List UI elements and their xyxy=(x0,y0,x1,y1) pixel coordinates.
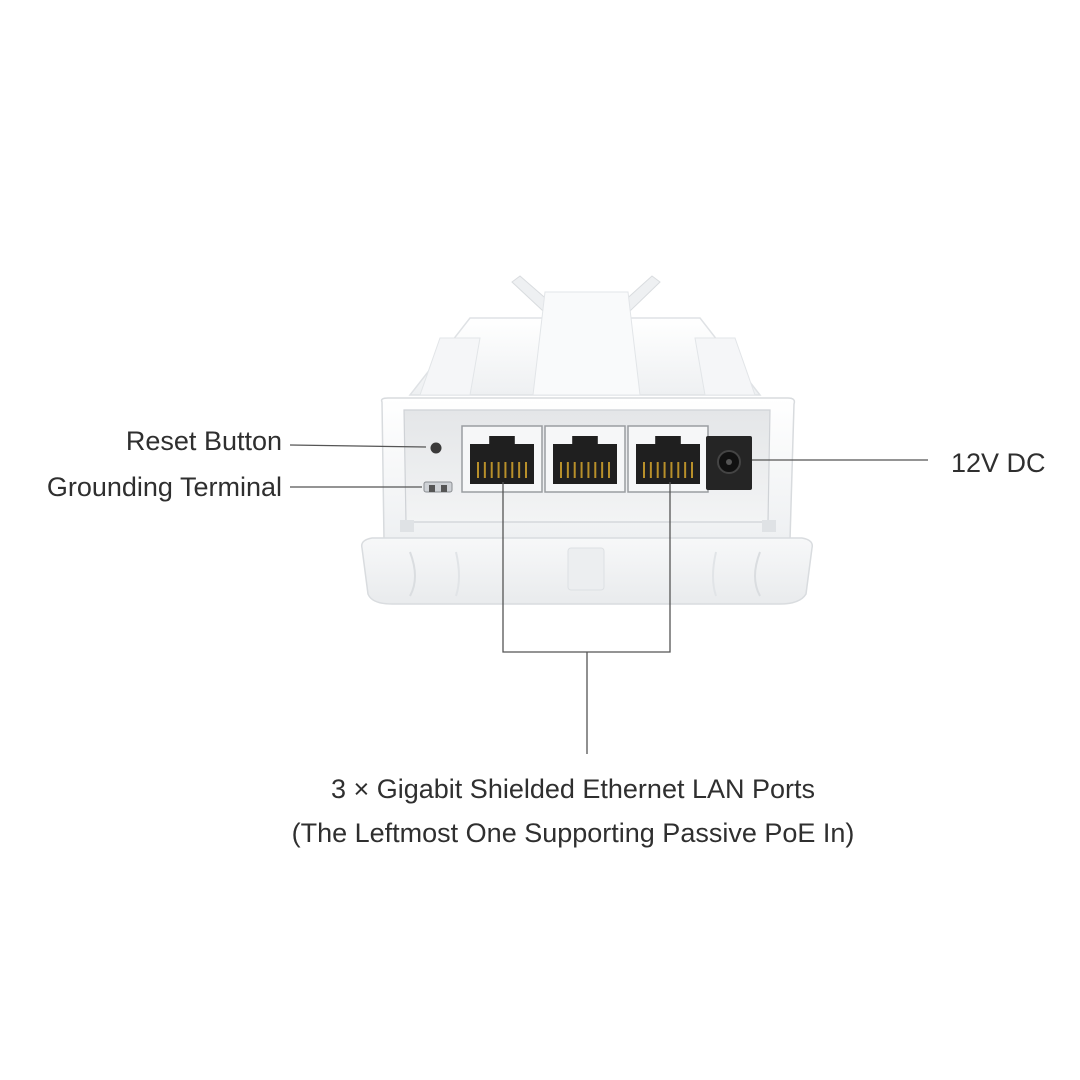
device-base xyxy=(360,520,814,605)
grounding-terminal xyxy=(423,481,453,493)
reset-leader-line xyxy=(289,444,427,448)
lan-ports-note: (The Leftmost One Supporting Passive PoE… xyxy=(291,818,855,848)
lan-port xyxy=(461,425,543,493)
reset-button-label: Reset Button xyxy=(125,426,282,456)
lan-ports-label: 3 × Gigabit Shielded Ethernet LAN Ports xyxy=(330,774,816,804)
grounding-terminal-label: Grounding Terminal xyxy=(46,472,282,502)
dc-power-label: 12V DC xyxy=(951,448,1046,478)
dc-power-jack xyxy=(706,436,752,490)
reset-button-hole xyxy=(430,442,442,454)
lan-port xyxy=(544,425,626,493)
lan-ports-group xyxy=(461,425,709,493)
lan-port xyxy=(627,425,709,493)
mount-fins xyxy=(408,275,762,396)
